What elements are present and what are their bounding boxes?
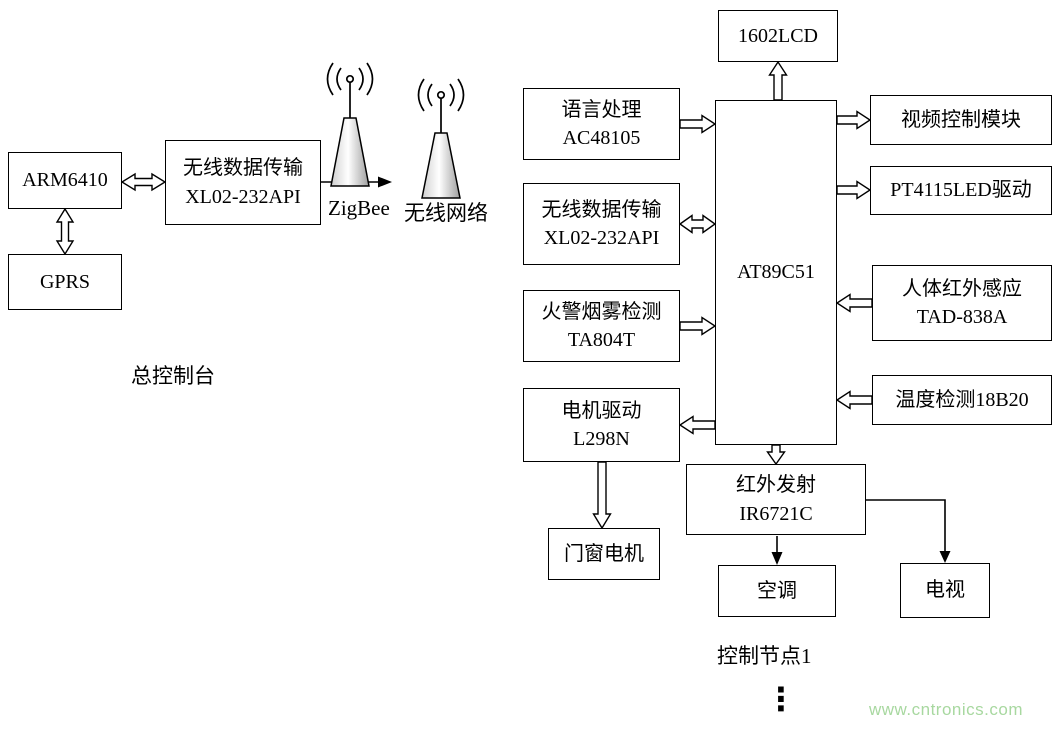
smoke-detector-box: 火警烟雾检测 TA804T bbox=[523, 290, 680, 362]
door-motor-label: 门窗电机 bbox=[564, 542, 644, 565]
arrow-pir-mcu bbox=[835, 293, 873, 313]
temp-sensor-box: 温度检测18B20 bbox=[872, 375, 1052, 425]
ac-label: 空调 bbox=[757, 579, 797, 602]
smoke-line2: TA804T bbox=[567, 329, 636, 351]
voice-line2: AC48105 bbox=[562, 127, 641, 149]
node-wireless-line2: XL02-232API bbox=[543, 227, 660, 249]
pir-sensor-box: 人体红外感应 TAD-838A bbox=[872, 265, 1052, 341]
arrow-mcu-led bbox=[836, 180, 872, 200]
arrow-motor-door bbox=[592, 461, 612, 530]
node-wireless-box: 无线数据传输 XL02-232API bbox=[523, 183, 680, 265]
arrow-ir-tv-head bbox=[939, 551, 951, 563]
motor-line2: L298N bbox=[573, 428, 630, 450]
arrow-temp-mcu bbox=[835, 390, 873, 410]
tv-label: 电视 bbox=[925, 579, 965, 602]
arrow-mcu-motor bbox=[678, 415, 716, 435]
arrow-smoke-mcu bbox=[679, 316, 717, 336]
voice-module-box: 语言处理 AC48105 bbox=[523, 88, 680, 160]
ir-line2: IR6721C bbox=[739, 502, 813, 525]
led-label: PT4115LED驱动 bbox=[890, 179, 1032, 202]
temp-label: 温度检测18B20 bbox=[895, 388, 1029, 411]
video-module-box: 视频控制模块 bbox=[870, 95, 1052, 145]
arrow-mcu-video bbox=[836, 110, 872, 130]
ir-line1: 红外发射 bbox=[736, 474, 816, 497]
continuation-ellipsis: ⋮ bbox=[765, 680, 797, 718]
arrow-arm-gprs bbox=[55, 207, 75, 256]
node-wireless-line1: 无线数据传输 bbox=[541, 198, 662, 221]
mcu-label: AT89C51 bbox=[737, 261, 815, 284]
smoke-line1: 火警烟雾检测 bbox=[541, 300, 662, 323]
arm-label: ARM6410 bbox=[22, 169, 108, 192]
gprs-label: GPRS bbox=[39, 270, 91, 293]
arrow-mcu-lcd bbox=[768, 60, 788, 101]
arrow-arm-wireless bbox=[120, 172, 167, 192]
wireless-network-label: 无线网络 bbox=[404, 201, 488, 225]
arrow-voice-mcu bbox=[679, 114, 717, 134]
master-wireless-box: 无线数据传输 XL02-232API bbox=[165, 140, 321, 225]
arrow-ir-ac-head bbox=[771, 552, 783, 565]
pir-line1: 人体红外感应 bbox=[902, 277, 1022, 300]
master-wireless-line1: 无线数据传输 bbox=[183, 157, 303, 180]
watermark-text: www.cntronics.com bbox=[869, 700, 1023, 719]
arm-box: ARM6410 bbox=[8, 152, 122, 209]
door-motor-box: 门窗电机 bbox=[548, 528, 660, 580]
arrow-ir-tv-line bbox=[866, 499, 946, 552]
led-driver-box: PT4115LED驱动 bbox=[870, 166, 1052, 215]
tv-box: 电视 bbox=[900, 563, 990, 618]
air-conditioner-box: 空调 bbox=[718, 565, 836, 617]
master-wireless-line2: XL02-232API bbox=[185, 185, 301, 208]
gprs-box: GPRS bbox=[8, 254, 122, 310]
arrow-wireless-mcu bbox=[678, 214, 717, 234]
master-console-caption: 总控制台 bbox=[131, 364, 215, 388]
arrow-mcu-ir bbox=[766, 444, 786, 466]
arrow-zigbee-head bbox=[378, 176, 392, 188]
motor-driver-box: 电机驱动 L298N bbox=[523, 388, 680, 462]
voice-line1: 语言处理 bbox=[561, 98, 642, 121]
mcu-box: AT89C51 bbox=[715, 100, 837, 445]
ir-emitter-box: 红外发射 IR6721C bbox=[686, 464, 866, 535]
lcd-box: 1602LCD bbox=[718, 10, 838, 62]
control-node-caption: 控制节点1 bbox=[717, 644, 812, 668]
motor-line1: 电机驱动 bbox=[561, 399, 642, 422]
zigbee-antenna-icon bbox=[326, 62, 374, 187]
zigbee-label: ZigBee bbox=[328, 196, 390, 220]
wireless-network-antenna-icon bbox=[417, 78, 465, 199]
video-label: 视频控制模块 bbox=[901, 108, 1021, 131]
lcd-label: 1602LCD bbox=[738, 24, 818, 47]
pir-line2: TAD-838A bbox=[916, 306, 1008, 328]
